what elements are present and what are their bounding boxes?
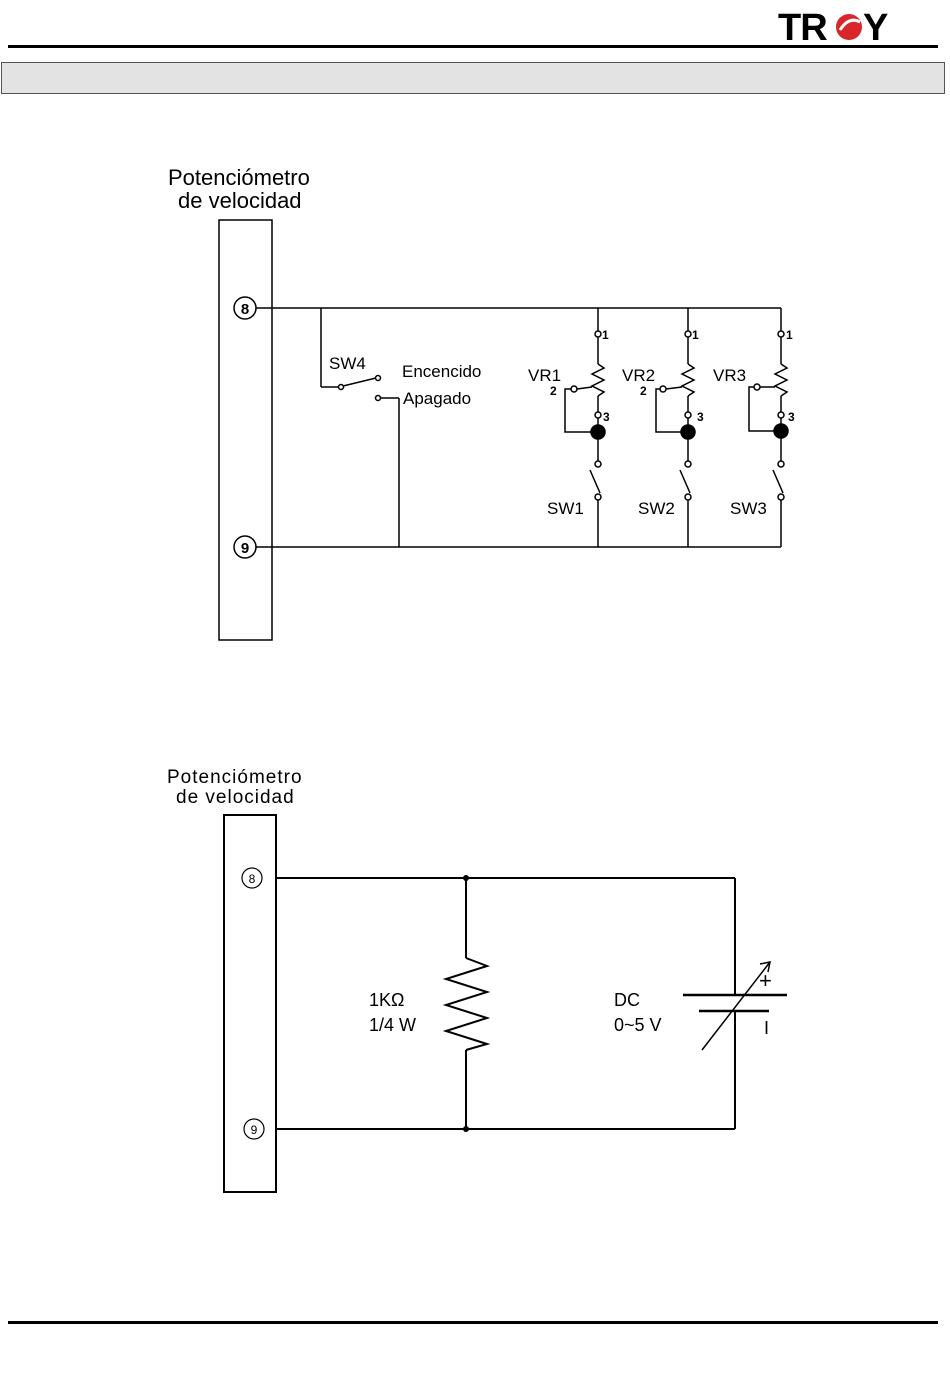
resistor-power: 1/4 W bbox=[369, 1015, 416, 1035]
diagram2-title-line2: de velocidad bbox=[176, 787, 295, 808]
minus-sign: I bbox=[764, 1018, 769, 1038]
diagram2-title-line1: Potenciómetro bbox=[167, 767, 303, 788]
junction-top bbox=[463, 875, 469, 881]
source-label: DC bbox=[614, 990, 640, 1010]
resistor-value: 1KΩ bbox=[369, 990, 404, 1010]
junction-bottom bbox=[463, 1126, 469, 1132]
terminal-9-2-label: 9 bbox=[251, 1123, 258, 1137]
footer-rule bbox=[8, 1321, 938, 1324]
resistor-1k bbox=[446, 958, 487, 1050]
terminal-8-2-label: 8 bbox=[249, 872, 256, 886]
plus-sign: + bbox=[759, 968, 772, 993]
source-range: 0~5 V bbox=[614, 1015, 662, 1035]
